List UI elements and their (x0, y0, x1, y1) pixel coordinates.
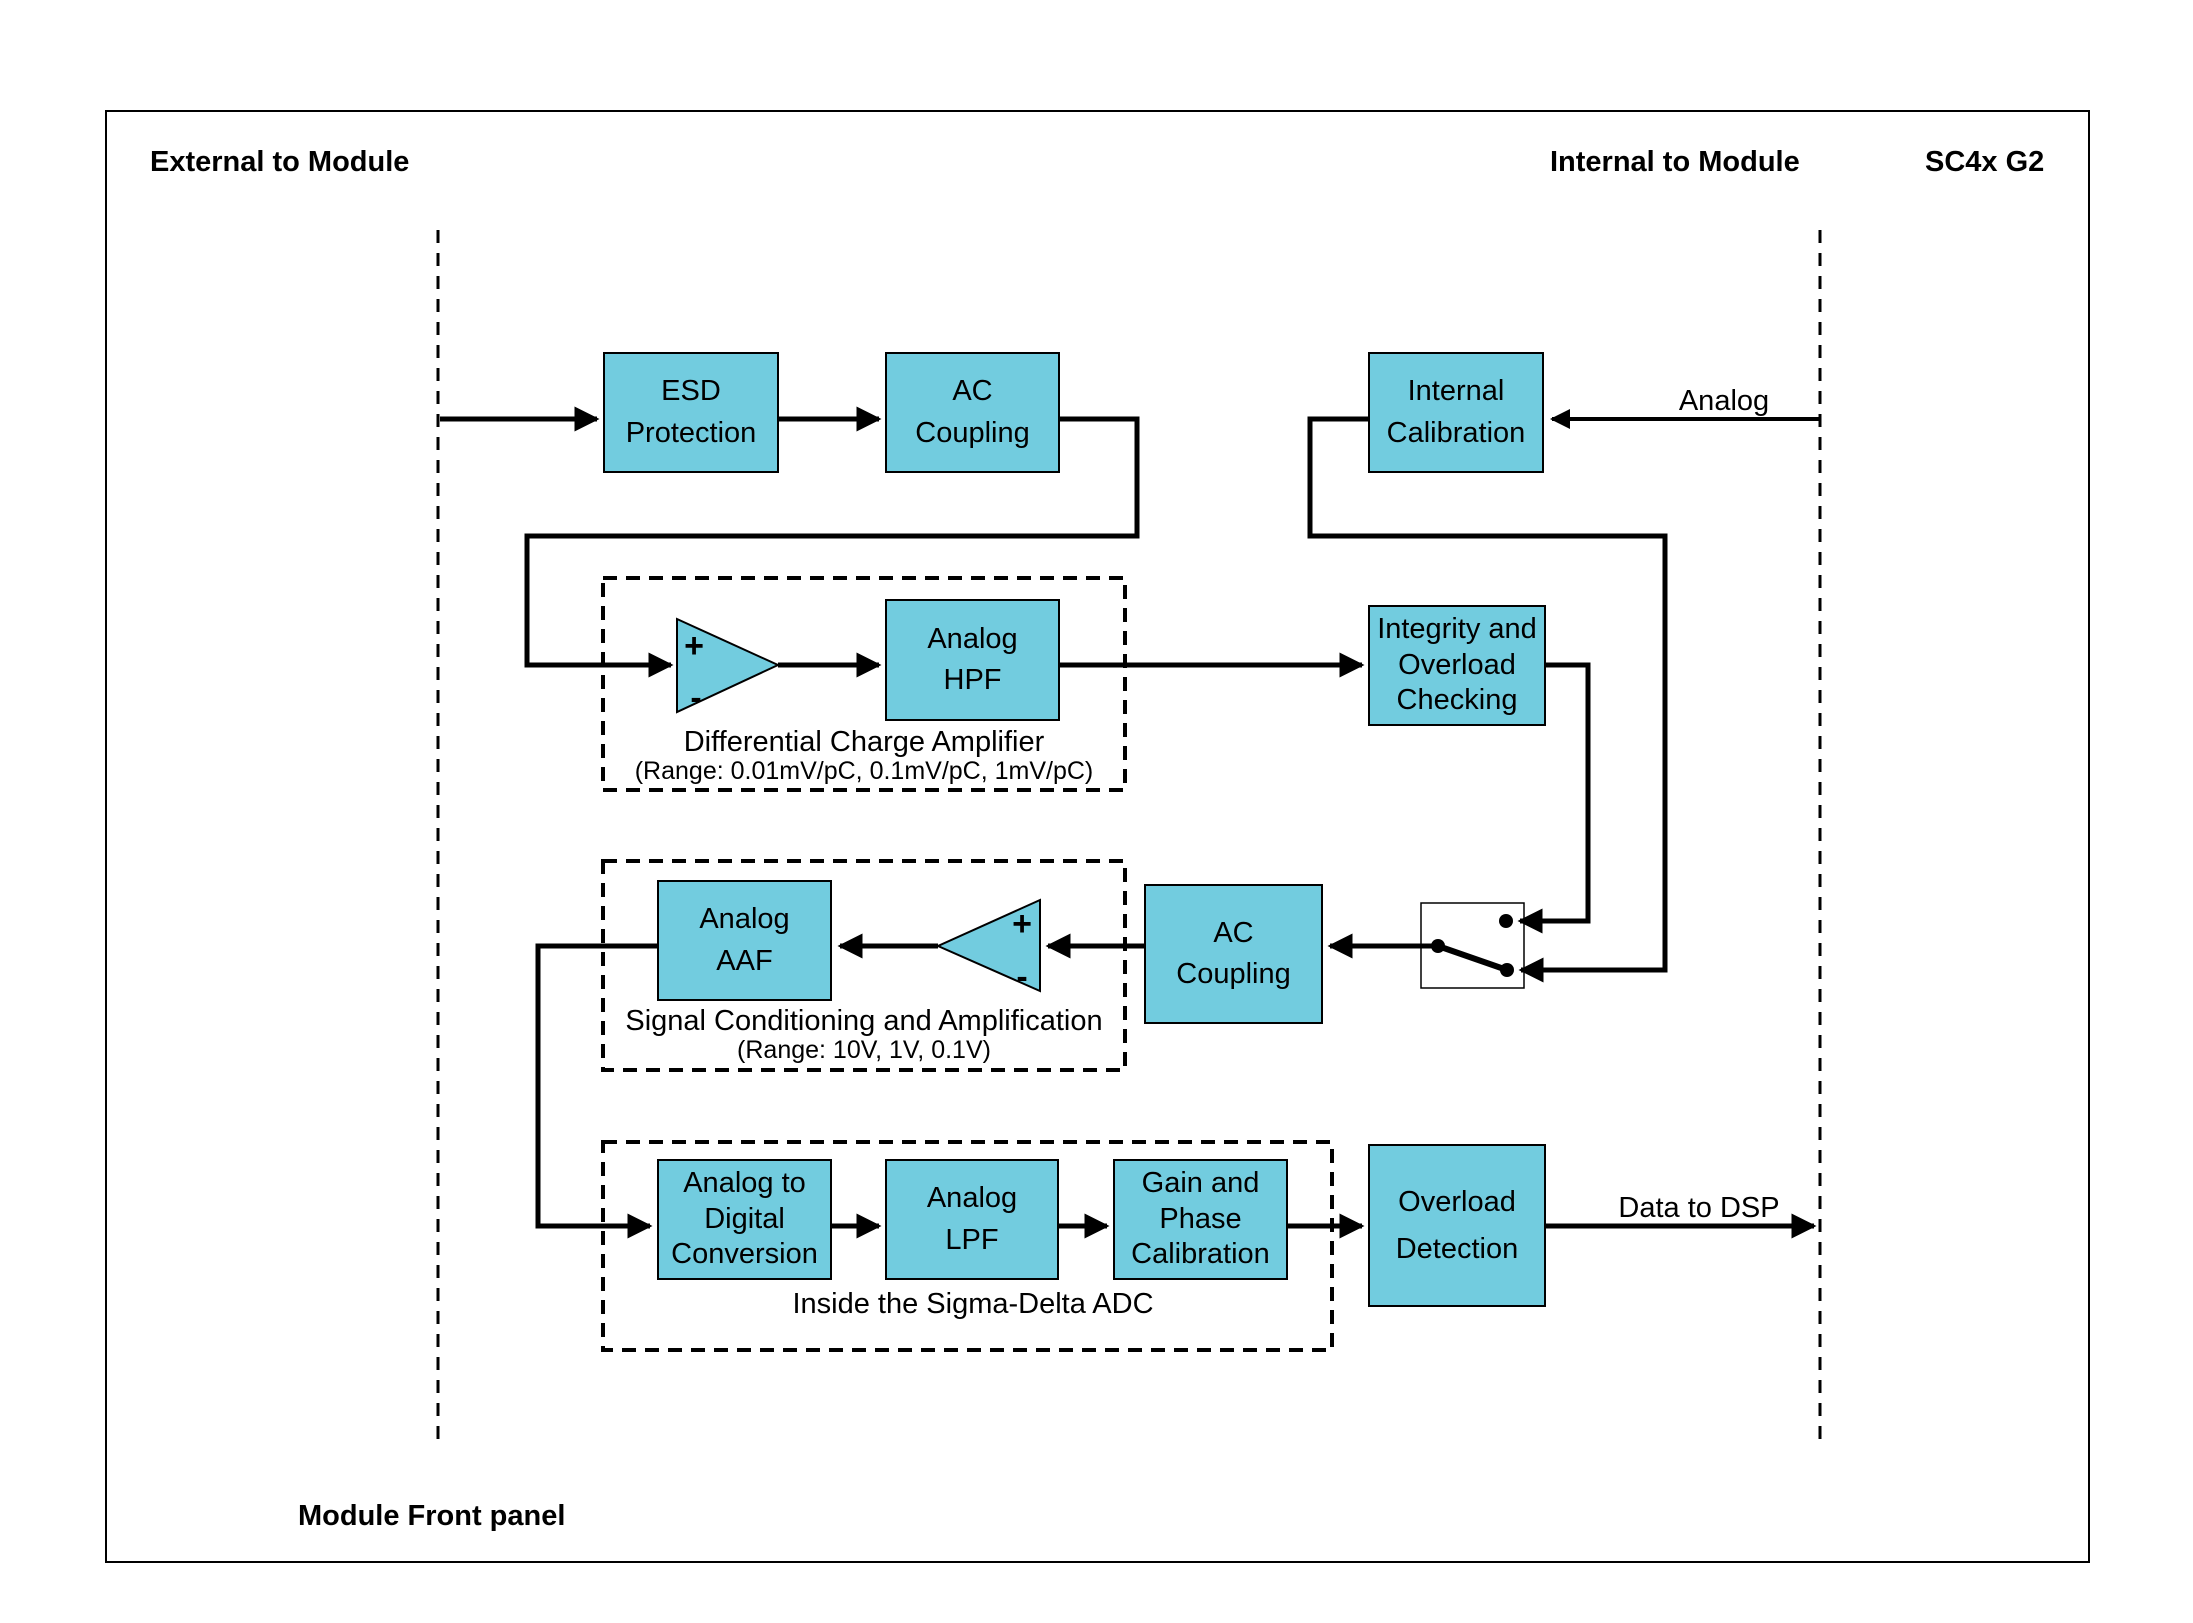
wire-integrity-to-switch (1517, 662, 1591, 934)
block-label: HPF (943, 664, 1002, 696)
switch-bottom-contact-dot (1500, 963, 1514, 977)
model-label: SC4x G2 (1925, 146, 2045, 178)
analog-lpf-block: Analog LPF (885, 1159, 1059, 1280)
selector-switch (1420, 902, 1525, 989)
block-label: Digital (704, 1202, 785, 1235)
opamp1-plus-sign: + (684, 627, 704, 665)
switch-lever (1437, 943, 1508, 973)
integrity-overload-checking-block: Integrity and Overload Checking (1368, 605, 1546, 726)
sigma-delta-adc-caption: Inside the Sigma-Delta ADC (792, 1288, 1154, 1320)
switch-top-contact-dot (1499, 914, 1513, 928)
block-label: AAF (716, 944, 773, 977)
diagram-border (105, 110, 2090, 1563)
opamp2-minus-sign: - (1016, 958, 1027, 996)
gain-phase-calibration-block: Gain and Phase Calibration (1113, 1159, 1288, 1280)
block-label: Calibration (1386, 416, 1526, 449)
block-label: Coupling (915, 416, 1030, 449)
analog-to-digital-conversion-block: Analog to Digital Conversion (657, 1159, 832, 1280)
analog-wire-label: Analog (1678, 385, 1770, 417)
block-label: Gain and (1141, 1167, 1260, 1200)
ac-coupling-top-block: AC Coupling (885, 352, 1060, 473)
wire-ac-coupling-to-charge-amp (524, 416, 1140, 678)
overload-detection-block: Overload Detection (1368, 1144, 1546, 1307)
block-label: ESD (661, 375, 721, 408)
block-label: Analog (926, 1182, 1018, 1215)
block-label: LPF (945, 1223, 999, 1256)
block-label: Phase (1159, 1202, 1242, 1235)
block-label: Checking (1396, 684, 1518, 717)
signal-conditioning-group-box (601, 859, 1127, 1072)
internal-to-module-label: Internal to Module (1550, 146, 1800, 178)
esd-protection-block: ESD Protection (603, 352, 779, 473)
block-label: Coupling (1176, 958, 1291, 990)
block-label: AC (952, 375, 993, 408)
wire-aaf-to-adc (535, 943, 657, 1239)
block-label: Overload (1398, 1185, 1516, 1218)
block-label: Calibration (1131, 1238, 1270, 1271)
charge-amplifier-caption: Differential Charge Amplifier (683, 726, 1045, 758)
block-label: Conversion (671, 1238, 818, 1271)
block-label: Analog to (683, 1167, 806, 1200)
opamp2-plus-sign: + (1012, 905, 1032, 943)
external-to-module-label: External to Module (150, 146, 410, 178)
opamp1-minus-sign: - (690, 679, 701, 717)
switch-pole-dot (1431, 939, 1445, 953)
block-label: Internal (1407, 375, 1505, 408)
block-label: AC (1213, 916, 1254, 949)
block-label: Protection (625, 416, 757, 449)
opamp1-symbol (676, 617, 781, 714)
internal-calibration-block: Internal Calibration (1368, 352, 1544, 473)
block-label: Analog (927, 622, 1018, 655)
charge-amplifier-range: (Range: 0.01mV/pC, 0.1mV/pC, 1mV/pC) (634, 757, 1094, 785)
opamp2-symbol (935, 898, 1041, 993)
block-label: Overload (1398, 648, 1516, 681)
sigma-delta-adc-group-box (601, 1140, 1334, 1352)
signal-conditioning-range: (Range: 10V, 1V, 0.1V) (737, 1036, 991, 1064)
signal-conditioning-caption: Signal Conditioning and Amplification (625, 1005, 1103, 1037)
analog-aaf-block: Analog AAF (657, 880, 832, 1001)
data-to-dsp-wire-label: Data to DSP (1618, 1192, 1780, 1224)
analog-hpf-block: Analog HPF (885, 599, 1060, 721)
ac-coupling-mid-block: AC Coupling (1144, 884, 1323, 1024)
charge-amplifier-group-box (601, 576, 1127, 792)
block-label: Detection (1395, 1232, 1519, 1265)
switch-outline (1420, 902, 1525, 989)
module-front-panel-label: Module Front panel (298, 1500, 566, 1532)
block-label: Integrity and (1377, 613, 1537, 646)
block-label: Analog (699, 903, 790, 936)
wire-internal-calibration-to-switch (1307, 416, 1668, 983)
